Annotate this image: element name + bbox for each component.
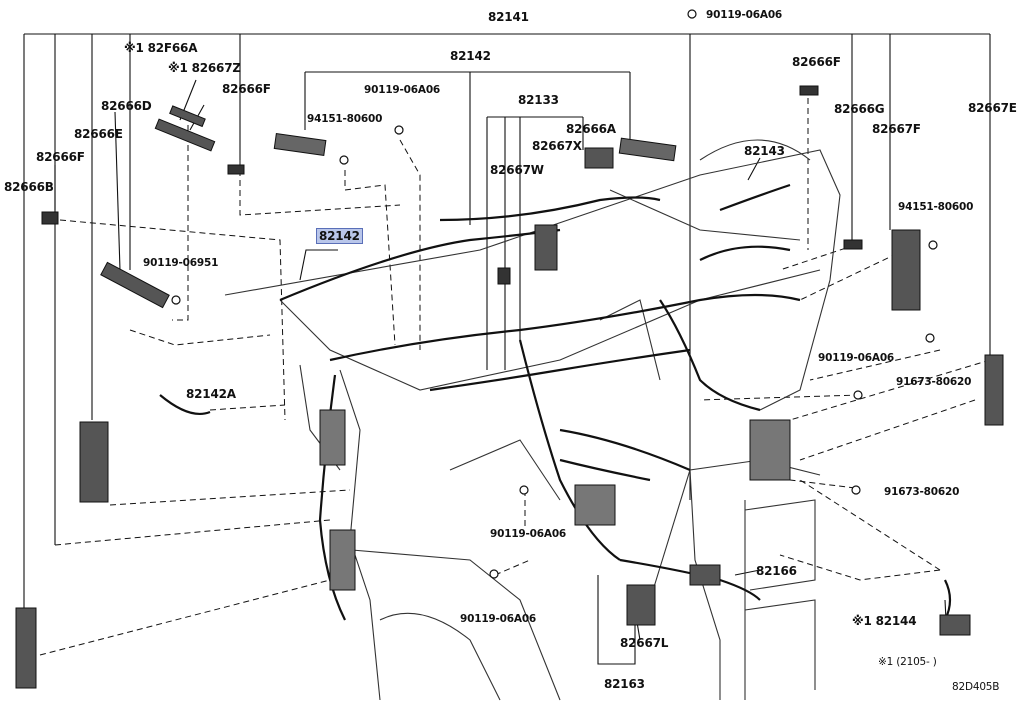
bolt-label-94151-80600-right: 94151-80600	[898, 201, 974, 213]
part-label-82666A: 82666A	[566, 122, 616, 136]
part-label-82F66A: ※1 82F66A	[124, 41, 198, 55]
part-label-82666E: 82666E	[74, 127, 123, 141]
part-label-82666B: 82666B	[4, 180, 54, 194]
part-label-82144: ※1 82144	[852, 614, 917, 628]
bolt-label-94151-80600-left: 94151-80600	[307, 113, 383, 125]
part-label-82142A: 82142A	[186, 387, 236, 401]
part-label-82666G: 82666G	[834, 102, 885, 116]
part-label-82163: 82163	[604, 677, 645, 691]
footnote: ※1 (2105- )	[878, 656, 937, 668]
part-label-82133: 82133	[518, 93, 559, 107]
part-label-82666D: 82666D	[101, 99, 152, 113]
part-label-82666F-c: 82666F	[792, 55, 841, 69]
bolt-label-91673-80620-lower: 91673-80620	[884, 486, 960, 498]
part-label-82141: 82141	[488, 10, 529, 24]
part-label-82143: 82143	[744, 144, 785, 158]
bolt-label-90119-06A06-bottom: 90119-06A06	[460, 613, 537, 625]
part-label-82142-top: 82142	[450, 49, 491, 63]
part-label-82666F-b: 82666F	[36, 150, 85, 164]
part-label-82667E: 82667E	[968, 101, 1017, 115]
part-label-82667W: 82667W	[490, 163, 544, 177]
bolt-label-90119-06A06-upper: 90119-06A06	[364, 84, 441, 96]
part-label-82667Z: ※1 82667Z	[168, 61, 241, 75]
part-label-82166: 82166	[756, 564, 797, 578]
bolt-label-90119-06951: 90119-06951	[143, 257, 219, 269]
bolt-label-90119-06A06-center: 90119-06A06	[490, 528, 567, 540]
part-label-82667L: 82667L	[620, 636, 669, 650]
bolt-label-91673-80620-upper: 91673-80620	[896, 376, 972, 388]
part-label-82666F-a: 82666F	[222, 82, 271, 96]
part-label-82142-highlighted[interactable]: 82142	[316, 228, 363, 244]
diagram-code: 82D405B	[952, 681, 1000, 693]
bolt-label-90119-06A06-top: 90119-06A06	[706, 9, 783, 21]
part-label-82667X: 82667X	[532, 139, 582, 153]
part-label-82667F: 82667F	[872, 122, 921, 136]
bolt-label-90119-06A06-right: 90119-06A06	[818, 352, 895, 364]
